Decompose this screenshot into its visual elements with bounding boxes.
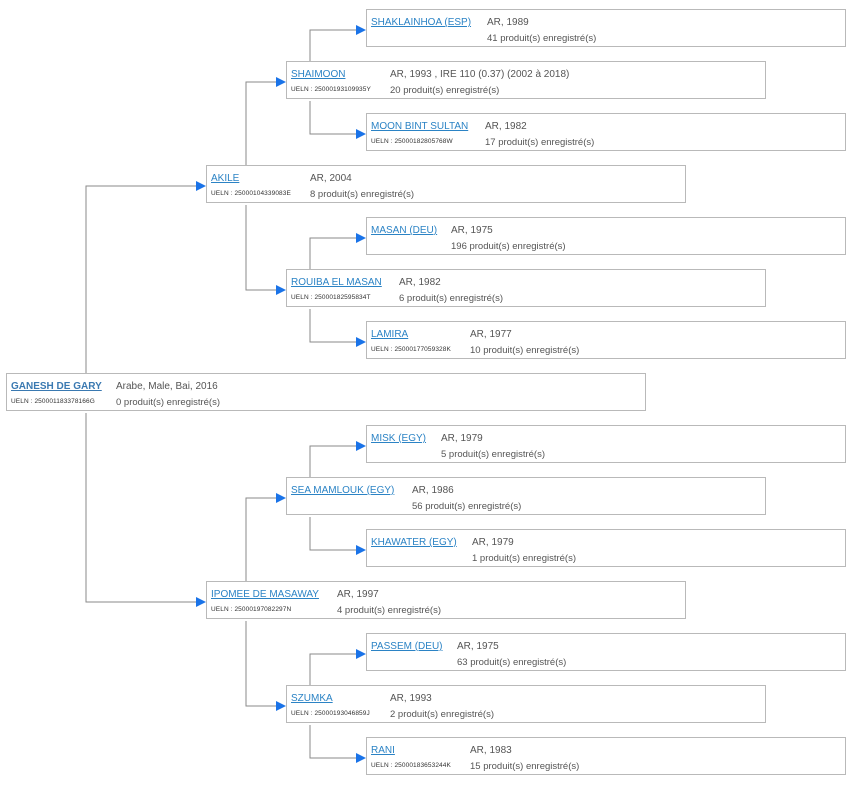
connector-shaklainhoa: [309, 25, 366, 61]
horse-name-link[interactable]: ROUIBA EL MASAN: [291, 277, 382, 288]
connector-sea-mamlouk: [245, 493, 286, 581]
horse-info: AR, 1982: [399, 277, 441, 288]
connector-szumka: [245, 621, 286, 711]
connector-masan: [309, 233, 366, 269]
horse-ueln: UELN : 25000183653244K: [371, 762, 451, 769]
horse-produits: 41 produit(s) enregistré(s): [487, 33, 597, 44]
connector-rani: [309, 725, 366, 763]
horse-info: AR, 1979: [441, 433, 483, 444]
horse-ueln: UELN : 25000104339083E: [211, 190, 291, 197]
horse-name-link[interactable]: MISK (EGY): [371, 433, 427, 444]
horse-name-link[interactable]: RANI: [371, 745, 395, 756]
horse-produits: 4 produit(s) enregistré(s): [337, 605, 442, 616]
horse-produits: 196 produit(s) enregistré(s): [451, 241, 566, 252]
horse-ueln: UELN : 25000182595834T: [291, 294, 371, 301]
horse-info: AR, 1982: [485, 121, 527, 132]
horse-produits: 20 produit(s) enregistré(s): [390, 85, 500, 96]
horse-info: AR, 1986: [412, 485, 454, 496]
horse-name-link[interactable]: AKILE: [211, 173, 240, 184]
horse-info: AR, 2004: [310, 173, 352, 184]
horse-info: Arabe, Male, Bai, 2016: [116, 381, 218, 392]
horse-info: AR, 1983: [470, 745, 512, 756]
connector-passem: [309, 649, 366, 685]
horse-ueln: UELN : 25000193046859J: [291, 710, 370, 717]
horse-card-sea-mamlouk: SEA MAMLOUK (EGY) AR, 1986 56 produit(s)…: [286, 477, 766, 515]
horse-card-masan: MASAN (DEU) AR, 1975 196 produit(s) enre…: [366, 217, 846, 255]
horse-name-link[interactable]: LAMIRA: [371, 329, 409, 340]
horse-produits: 15 produit(s) enregistré(s): [470, 761, 580, 772]
horse-ueln: UELN : 250001183378166G: [11, 398, 95, 405]
connector-khawater: [309, 517, 366, 555]
horse-produits: 6 produit(s) enregistré(s): [399, 293, 504, 304]
horse-name-link[interactable]: SHAIMOON: [291, 69, 346, 80]
horse-produits: 1 produit(s) enregistré(s): [472, 553, 577, 564]
connector-shaimoon: [245, 77, 286, 165]
horse-name-link[interactable]: IPOMEE DE MASAWAY: [211, 589, 319, 600]
connector-lamira: [309, 309, 366, 347]
horse-ueln: UELN : 25000197082297N: [211, 606, 292, 613]
horse-info: AR, 1975: [457, 641, 499, 652]
connector-misk: [309, 441, 366, 477]
horse-ueln: UELN : 25000182805768W: [371, 138, 453, 145]
horse-name-link[interactable]: PASSEM (DEU): [371, 641, 443, 652]
horse-produits: 63 produit(s) enregistré(s): [457, 657, 567, 668]
horse-ueln: UELN : 25000193109935Y: [291, 86, 371, 93]
horse-info: AR, 1977: [470, 329, 512, 340]
horse-produits: 5 produit(s) enregistré(s): [441, 449, 546, 460]
horse-card-rouiba: ROUIBA EL MASAN UELN : 25000182595834T A…: [286, 269, 766, 307]
horse-name-link[interactable]: SHAKLAINHOA (ESP): [371, 17, 472, 28]
horse-ueln: UELN : 25000177059328K: [371, 346, 451, 353]
horse-produits: 10 produit(s) enregistré(s): [470, 345, 580, 356]
horse-info: AR, 1997: [337, 589, 379, 600]
horse-card-szumka: SZUMKA UELN : 25000193046859J AR, 1993 2…: [286, 685, 766, 723]
horse-card-khawater: KHAWATER (EGY) AR, 1979 1 produit(s) enr…: [366, 529, 846, 567]
connector-ipomee: [85, 413, 206, 607]
horse-info: AR, 1975: [451, 225, 493, 236]
connector-akile: [85, 181, 206, 373]
horse-card-dam: IPOMEE DE MASAWAY UELN : 25000197082297N…: [206, 581, 686, 619]
horse-info: AR, 1979: [472, 537, 514, 548]
horse-name-link[interactable]: GANESH DE GARY: [11, 381, 102, 392]
horse-info: AR, 1989: [487, 17, 529, 28]
connector-rouiba: [245, 205, 286, 295]
horse-info: AR, 1993 , IRE 110 (0.37) (2002 à 2018): [390, 69, 570, 80]
horse-name-link[interactable]: SZUMKA: [291, 693, 333, 704]
horse-produits: 0 produit(s) enregistré(s): [116, 397, 221, 408]
horse-card-shaklainhoa: SHAKLAINHOA (ESP) AR, 1989 41 produit(s)…: [366, 9, 846, 47]
horse-card-root: GANESH DE GARY UELN : 250001183378166G A…: [6, 373, 646, 411]
horse-name-link[interactable]: SEA MAMLOUK (EGY): [291, 485, 395, 496]
horse-produits: 2 produit(s) enregistré(s): [390, 709, 495, 720]
horse-name-link[interactable]: MOON BINT SULTAN: [371, 121, 469, 132]
horse-card-lamira: LAMIRA UELN : 25000177059328K AR, 1977 1…: [366, 321, 846, 359]
connector-moon-bint-sultan: [309, 101, 366, 139]
horse-card-sire: AKILE UELN : 25000104339083E AR, 2004 8 …: [206, 165, 686, 203]
horse-card-shaimoon: SHAIMOON UELN : 25000193109935Y AR, 1993…: [286, 61, 766, 99]
horse-card-passem: PASSEM (DEU) AR, 1975 63 produit(s) enre…: [366, 633, 846, 671]
horse-card-rani: RANI UELN : 25000183653244K AR, 1983 15 …: [366, 737, 846, 775]
horse-produits: 56 produit(s) enregistré(s): [412, 501, 522, 512]
horse-name-link[interactable]: KHAWATER (EGY): [371, 537, 457, 548]
horse-card-moon-bint-sultan: MOON BINT SULTAN UELN : 25000182805768W …: [366, 113, 846, 151]
horse-produits: 17 produit(s) enregistré(s): [485, 137, 595, 148]
horse-produits: 8 produit(s) enregistré(s): [310, 189, 415, 200]
horse-card-misk: MISK (EGY) AR, 1979 5 produit(s) enregis…: [366, 425, 846, 463]
horse-info: AR, 1993: [390, 693, 432, 704]
horse-name-link[interactable]: MASAN (DEU): [371, 225, 438, 236]
